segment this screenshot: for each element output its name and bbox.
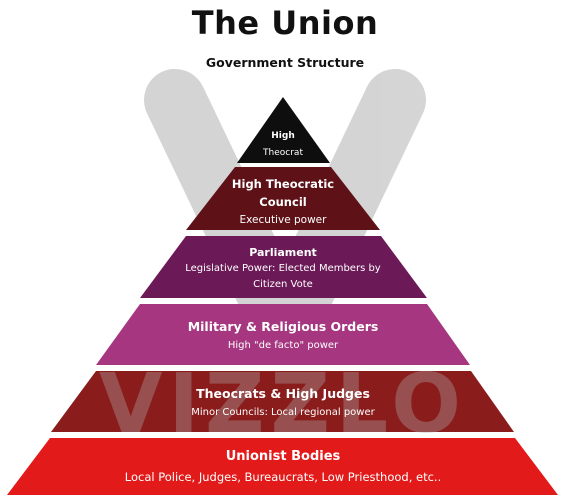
level-4-description: High "de facto" power xyxy=(227,340,339,352)
pyramid-level-1 xyxy=(237,97,330,163)
level-5-description: Minor Councils: Local regional power xyxy=(191,407,375,419)
level-5-title: Theocrats & High Judges xyxy=(196,386,370,401)
level-6-label: Unionist Bodies Local Police, Judges, Bu… xyxy=(53,447,513,486)
level-6-description: Local Police, Judges, Bureaucrats, Low P… xyxy=(124,469,442,484)
level-5-label: Theocrats & High Judges Minor Councils: … xyxy=(118,383,448,421)
level-4-label: Military & Religious Orders High "de fac… xyxy=(133,316,433,354)
level-1-label: High Theocrat xyxy=(243,128,323,162)
level-3-title: Parliament xyxy=(249,246,317,259)
pyramid-level-3 xyxy=(140,236,427,298)
level-2-description: Executive power xyxy=(239,213,327,226)
page-title: The Union xyxy=(191,4,379,42)
pyramid-level-4 xyxy=(96,304,470,365)
pyramid-level-5 xyxy=(51,371,514,432)
page-subtitle: Government Structure xyxy=(205,55,365,70)
level-6-title: Unionist Bodies xyxy=(225,449,341,464)
level-1-title-line2: Theocrat xyxy=(263,148,303,159)
level-2-title-line2: Council xyxy=(259,194,307,209)
level-4-title: Military & Religious Orders xyxy=(187,319,379,334)
level-3-description: Legislative Power: Elected Members by xyxy=(185,263,381,275)
level-3-description-line2: Citizen Vote xyxy=(253,278,313,290)
level-1-title: High xyxy=(271,131,295,141)
level-2-label: High Theocratic Council Executive power xyxy=(203,176,363,228)
level-2-title: High Theocratic xyxy=(231,177,335,191)
pyramid-level-2 xyxy=(186,167,380,230)
level-3-label: Parliament Legislative Power: Elected Me… xyxy=(168,244,398,292)
watermark-text: VIZZLO xyxy=(99,357,467,452)
pyramid-level-6 xyxy=(7,438,558,495)
